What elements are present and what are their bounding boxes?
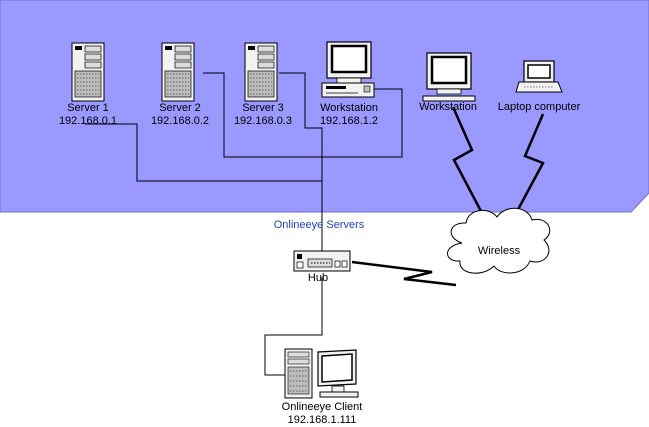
server1-name: Server 1: [67, 102, 109, 114]
hub-icon: [293, 250, 351, 272]
link-server3-hub: [279, 72, 323, 252]
monitor-icon: [422, 51, 476, 102]
hub-label: Hub: [307, 272, 329, 284]
desktop-computer-icon: [321, 40, 375, 98]
server-tower-icon: [161, 42, 195, 102]
server-tower-icon: [244, 42, 278, 102]
link-workstation-wireless: [451, 106, 485, 216]
server3-name: Server 3: [242, 102, 284, 114]
client-name: Onlineeye Client: [281, 401, 363, 413]
wireless-label: Wireless: [477, 245, 521, 257]
laptop-label: Laptop computer: [498, 101, 581, 114]
link-server1-hub: [85, 123, 322, 182]
connection-lines: [85, 72, 403, 376]
server-tower-icon: [71, 42, 105, 102]
server1-label: Server 1 192.168.0.1: [59, 102, 117, 128]
link-hub-client: [264, 277, 323, 376]
server3-label: Server 3 192.168.0.3: [234, 102, 292, 128]
workstation1-ip: 192.168.1.2: [319, 115, 379, 127]
link-server2-workstation: [203, 72, 403, 158]
link-hub-wireless: [351, 260, 457, 287]
laptop-icon: [515, 60, 563, 93]
laptop-name: Laptop computer: [497, 101, 581, 113]
server3-ip: 192.168.0.3: [233, 115, 293, 127]
link-laptop-wireless: [512, 113, 545, 218]
workstation1-label: Workstation 192.168.1.2: [320, 102, 378, 128]
zone-label: Onlineeye Servers: [273, 219, 365, 231]
server2-label: Server 2 192.168.0.2: [151, 102, 209, 128]
pc-with-monitor-icon: [284, 348, 359, 399]
server1-ip: 192.168.0.1: [58, 115, 118, 127]
server2-name: Server 2: [159, 102, 201, 114]
client-label: Onlineeye Client 192.168.1.111: [282, 401, 363, 427]
wireless-links: [351, 106, 545, 287]
cloud-icon: [447, 207, 551, 274]
workstation1-name: Workstation: [320, 102, 378, 114]
workstation2-label: Workstation: [419, 101, 477, 114]
client-ip: 192.168.1.111: [287, 414, 357, 426]
workstation2-name: Workstation: [419, 101, 477, 113]
server2-ip: 192.168.0.2: [150, 115, 210, 127]
